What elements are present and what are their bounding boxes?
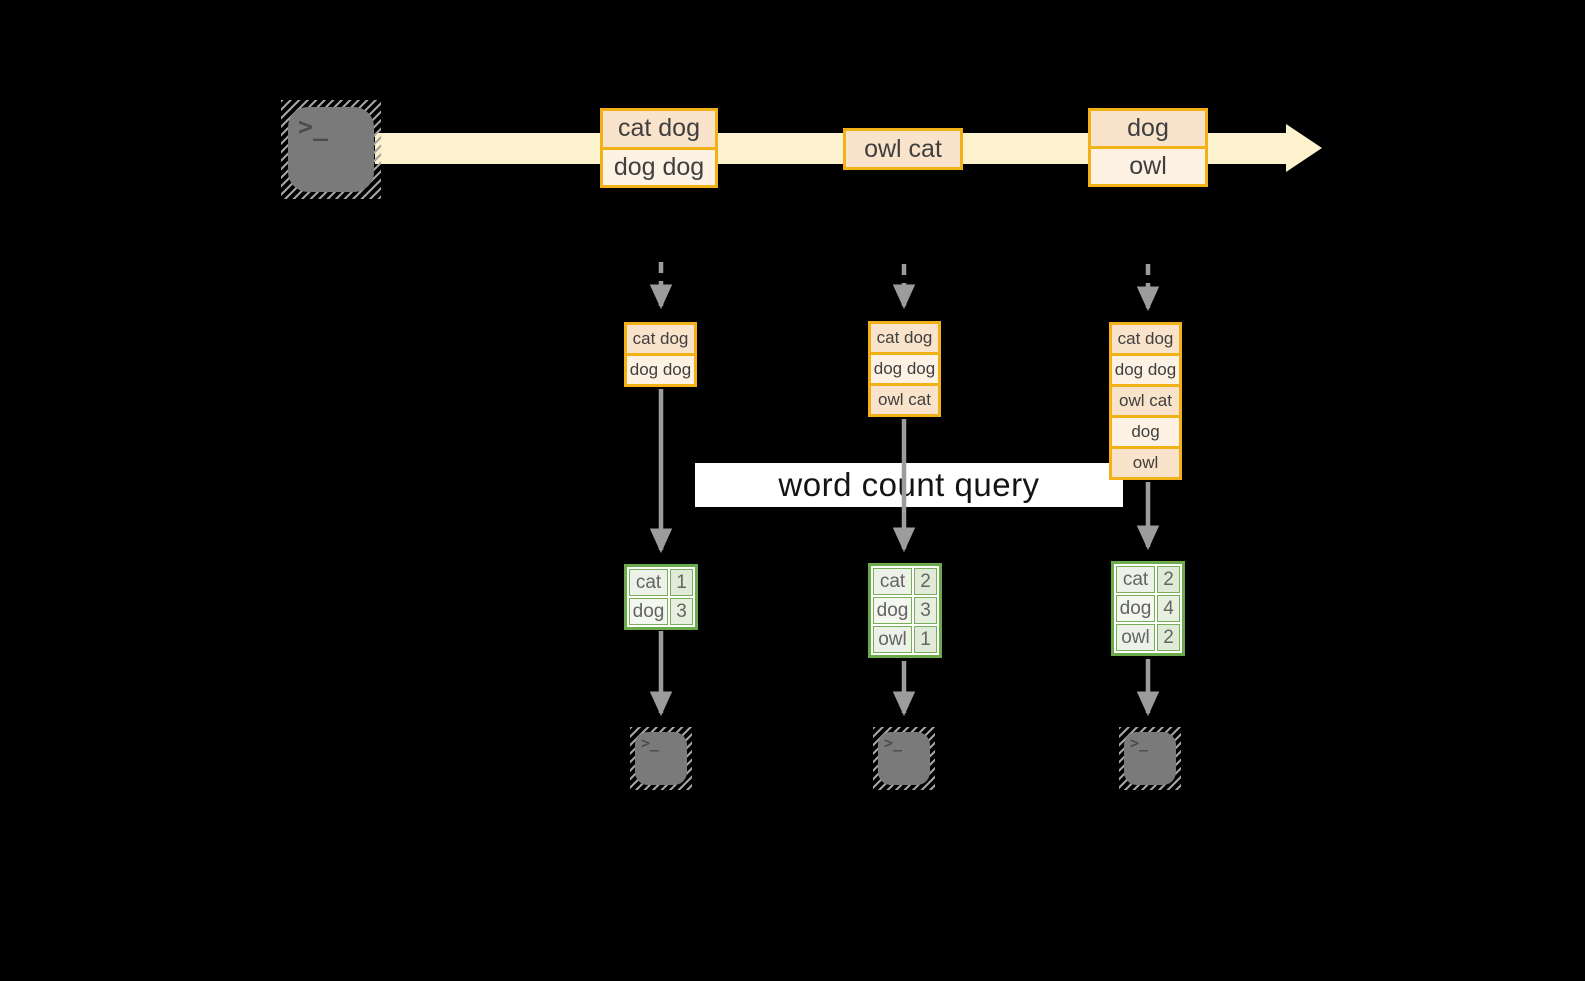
stream-event-3: dog owl [1088, 108, 1208, 187]
word-cell: dog [1116, 595, 1155, 622]
event-row: dog dog [603, 146, 715, 185]
buffer-row: owl cat [871, 383, 938, 414]
terminal-screen [288, 107, 374, 192]
buffer-stack-3: cat dog dog dog owl cat dog owl [1109, 322, 1182, 480]
stream-event-1: cat dog dog dog [600, 108, 718, 188]
count-cell: 1 [914, 626, 937, 653]
terminal-screen [635, 732, 687, 785]
sink-terminal-icon-2: >_ [873, 727, 935, 790]
buffer-row: cat dog [871, 324, 938, 352]
word-cell: dog [629, 598, 668, 625]
buffer-row: owl [1112, 446, 1179, 477]
sink-terminal-icon-1: >_ [630, 727, 692, 790]
word-cell: dog [873, 597, 912, 624]
count-table-1: cat 1 dog 3 [624, 564, 698, 630]
count-cell: 4 [1157, 595, 1180, 622]
query-label: word count query [695, 463, 1123, 507]
buffer-stack-1: cat dog dog dog [624, 322, 697, 387]
buffer-row: dog dog [871, 352, 938, 383]
sink-terminal-icon-3: >_ [1119, 727, 1181, 790]
count-table-2: cat 2 dog 3 owl 1 [868, 563, 942, 658]
stream-event-2: owl cat [843, 128, 963, 170]
word-cell: owl [873, 626, 912, 653]
count-cell: 3 [914, 597, 937, 624]
event-row: cat dog [603, 111, 715, 147]
count-cell: 2 [1157, 624, 1180, 651]
word-cell: cat [1116, 566, 1155, 593]
terminal-screen [878, 732, 930, 785]
word-cell: owl [1116, 624, 1155, 651]
stream-arrowhead-icon [1286, 124, 1322, 172]
buffer-row: dog [1112, 415, 1179, 446]
word-cell: cat [873, 568, 912, 595]
prompt-icon: >_ [884, 734, 903, 752]
event-row: owl cat [846, 131, 960, 167]
count-cell: 3 [670, 598, 693, 625]
count-cell: 1 [670, 569, 693, 596]
prompt-icon: >_ [641, 734, 660, 752]
buffer-row: dog dog [627, 353, 694, 384]
prompt-icon: >_ [1130, 734, 1149, 752]
buffer-row: dog dog [1112, 353, 1179, 384]
buffer-row: owl cat [1112, 384, 1179, 415]
count-table-3: cat 2 dog 4 owl 2 [1111, 561, 1185, 656]
event-row: owl [1091, 146, 1205, 184]
buffer-row: cat dog [627, 325, 694, 353]
terminal-screen [1124, 732, 1176, 785]
event-row: dog [1091, 111, 1205, 146]
source-terminal-icon: >_ [281, 100, 381, 199]
prompt-icon: >_ [298, 112, 329, 141]
count-cell: 2 [1157, 566, 1180, 593]
count-cell: 2 [914, 568, 937, 595]
buffer-stack-2: cat dog dog dog owl cat [868, 321, 941, 417]
word-cell: cat [629, 569, 668, 596]
buffer-row: cat dog [1112, 325, 1179, 353]
